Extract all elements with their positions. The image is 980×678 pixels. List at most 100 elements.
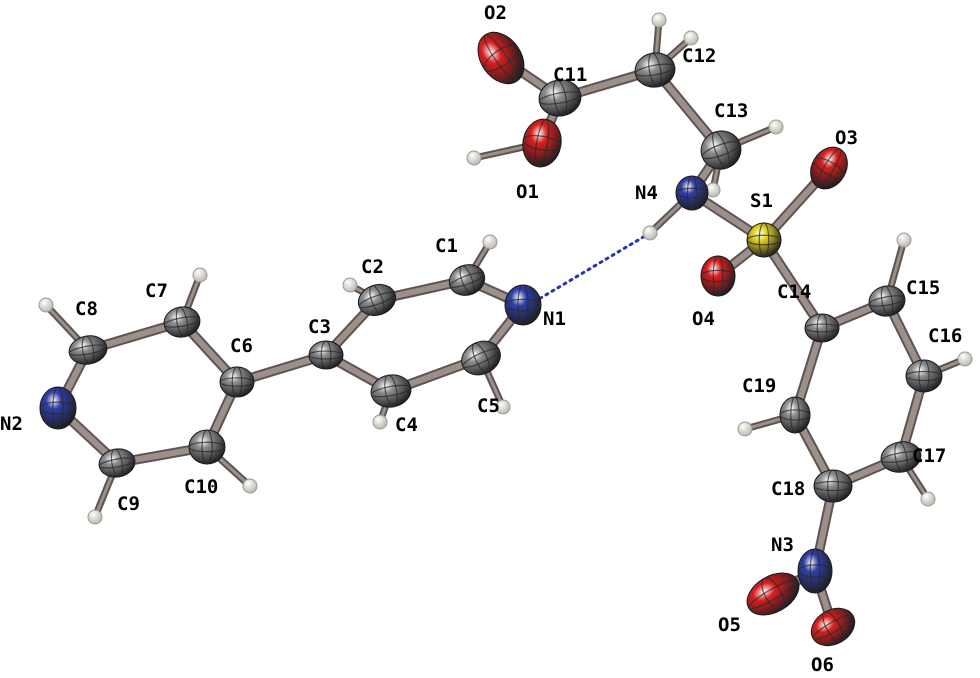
ellipsoid-ring-c7 [163, 316, 201, 328]
ellipsoid-ring-c18 [813, 480, 853, 492]
atom-ellipsoid-h9 [87, 509, 103, 525]
atom-label-c16: C16 [928, 325, 962, 347]
ellipsoid-ring-c11 [538, 91, 582, 105]
ellipsoid-ring2-c4 [384, 374, 398, 408]
hydrogen-bond-layer [537, 231, 652, 301]
ellipsoid-ring-c5 [462, 348, 500, 368]
atom-ellipsoid-h12a [651, 12, 667, 28]
ellipsoid-ring-c16 [905, 370, 943, 382]
atom-label-o5: O5 [718, 614, 741, 636]
atom-c9 [98, 448, 136, 478]
ellipsoid-ring2-c8 [81, 335, 95, 365]
ellipsoid-ring-c3 [308, 350, 344, 360]
ellipsoid-ring-n1 [504, 298, 542, 312]
ellipsoid-ring2-o6 [822, 611, 844, 643]
atom-ellipsoid-c16 [905, 359, 943, 393]
atom-label-n4: N4 [635, 182, 658, 204]
ellipsoid-ring2-c18 [827, 469, 839, 503]
atom-ellipsoid-h7 [192, 267, 208, 283]
atom-ellipsoid-hn4 [642, 225, 658, 241]
atom-label-n1: N1 [543, 308, 566, 330]
ellipsoid-ring2-o4 [712, 255, 724, 297]
ellipsoid-ring2-c16 [918, 359, 930, 393]
ellipsoid-ring2-c13 [712, 131, 730, 169]
atoms-layer [38, 12, 973, 647]
atom-o2 [477, 31, 525, 85]
atom-label-c4: C4 [395, 414, 418, 436]
ellipsoid-ring-c2 [358, 291, 396, 309]
ellipsoid-ring-c12 [634, 63, 676, 77]
atom-h10 [242, 478, 258, 494]
ellipsoid-ring-c4 [370, 384, 412, 398]
ellipsoid-ring2-n1 [517, 284, 529, 326]
atom-o5 [746, 572, 800, 616]
atom-label-c3: C3 [308, 316, 331, 338]
atom-label-c1: C1 [435, 235, 458, 257]
atom-label-o3: O3 [835, 127, 858, 149]
atom-c1 [448, 264, 486, 296]
ellipsoid-ring2-c2 [369, 285, 385, 315]
atom-label-c10: C10 [184, 476, 218, 498]
atom-label-c11: C11 [553, 64, 587, 86]
atom-h5 [495, 399, 511, 415]
ellipsoid-ring2-o2 [483, 34, 519, 82]
ellipsoid-ring-n3 [797, 564, 833, 578]
ellipsoid-ring2-c17 [894, 441, 908, 473]
atom-ellipsoid-h1 [482, 234, 498, 250]
atom-h13a [768, 119, 784, 135]
atom-ho1 [466, 150, 482, 166]
atom-h1 [482, 234, 498, 250]
ellipsoid-ring-o1 [522, 135, 562, 151]
atom-label-s1: S1 [750, 190, 773, 212]
atom-label-o6: O6 [811, 654, 834, 676]
atom-h4 [372, 414, 388, 430]
atom-ellipsoid-ho1 [466, 150, 482, 166]
ellipsoid-ring-c8 [68, 344, 108, 356]
atom-ellipsoid-h19 [737, 421, 753, 437]
atom-ellipsoid-o6 [810, 607, 856, 647]
atom-ellipsoid-c19 [779, 396, 811, 434]
ellipsoid-ring2-c1 [459, 265, 475, 295]
ellipsoid-ring-c9 [98, 457, 136, 469]
atom-ellipsoid-c18 [813, 469, 853, 503]
atom-c11 [538, 79, 582, 117]
atom-c18 [813, 469, 853, 503]
atom-n2 [39, 386, 77, 430]
ellipsoid-ring-n4 [675, 187, 709, 199]
atom-c16 [905, 359, 943, 393]
atom-c17 [880, 441, 922, 473]
ellipsoid-ring-o4 [700, 269, 736, 283]
atom-ellipsoid-n3 [797, 548, 833, 594]
ellipsoid-ring-o6 [812, 614, 854, 640]
atom-ellipsoid-h2 [342, 277, 358, 293]
atom-ellipsoid-h17 [920, 491, 936, 507]
atom-h9 [87, 509, 103, 525]
atom-ellipsoid-c6 [219, 366, 255, 398]
atom-label-o4: O4 [692, 308, 715, 330]
atom-h15 [896, 232, 912, 248]
ellipsoid-ring2-o1 [534, 118, 550, 168]
atom-c13 [700, 130, 742, 170]
atom-label-o1: O1 [516, 181, 539, 203]
atom-label-c9: C9 [117, 493, 140, 515]
ellipsoid-ring2-c6 [231, 366, 243, 398]
ellipsoid-ring-c1 [449, 272, 485, 288]
ellipsoid-ring2-c11 [552, 79, 568, 117]
atom-ellipsoid-c14 [804, 313, 840, 343]
atom-h8 [38, 297, 54, 313]
atom-c3 [308, 340, 344, 370]
atom-label-c2: C2 [361, 256, 384, 278]
atom-label-c12: C12 [682, 45, 716, 67]
ellipsoid-ring-o3 [813, 157, 845, 179]
atom-ellipsoid-h12b [683, 30, 699, 46]
ellipsoid-ring2-c14 [816, 313, 828, 343]
atom-hn4 [642, 225, 658, 241]
ellipsoid-ring2-s1 [758, 222, 770, 258]
atom-ellipsoid-h13a [768, 119, 784, 135]
ellipsoid-ring2-n2 [52, 386, 64, 430]
atom-ellipsoid-c1 [448, 264, 486, 296]
atom-n3 [797, 548, 833, 594]
atom-n1 [504, 284, 542, 326]
